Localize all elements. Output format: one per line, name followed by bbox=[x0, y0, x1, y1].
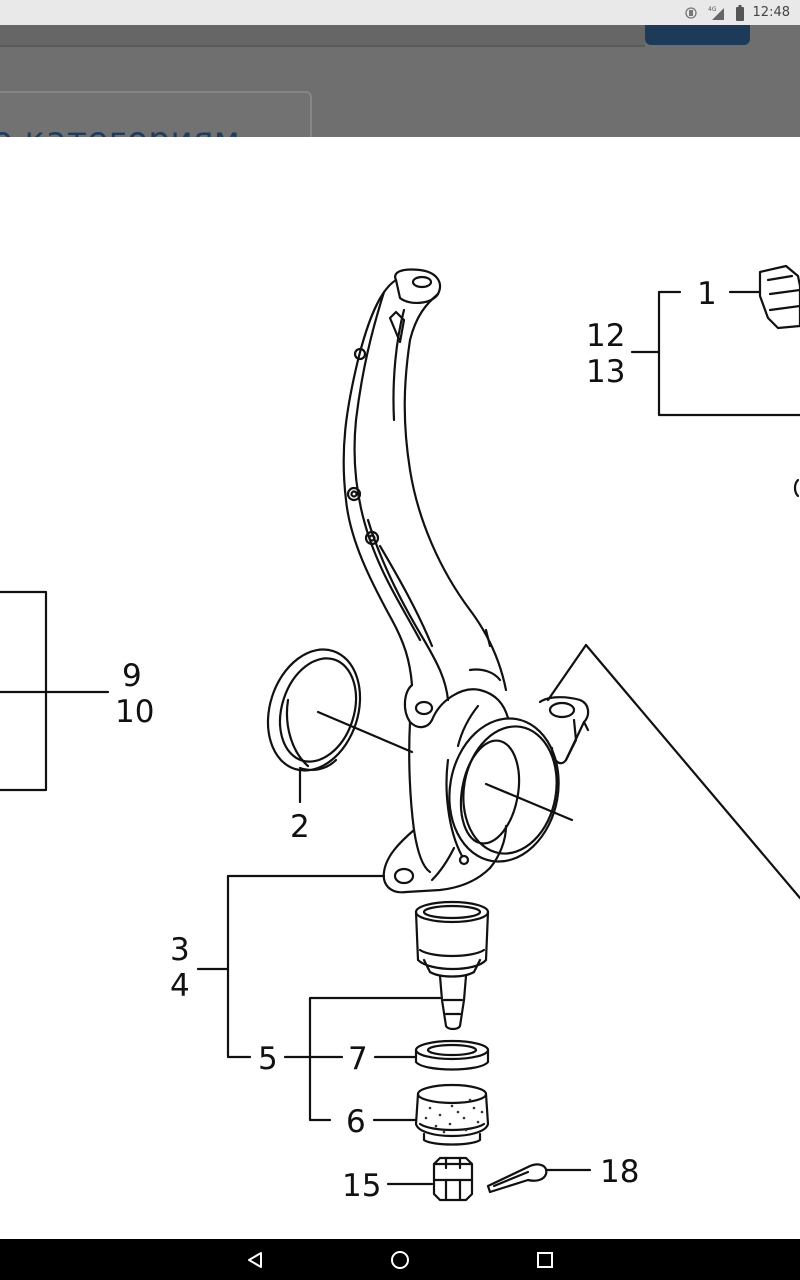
callout-5: 5 bbox=[258, 1041, 278, 1077]
callout-12: 12 bbox=[586, 318, 625, 354]
search-button[interactable] bbox=[645, 25, 750, 45]
callout-13: 13 bbox=[586, 354, 625, 390]
back-icon bbox=[248, 1251, 262, 1268]
steering-knuckle bbox=[342, 268, 800, 900]
battery-icon bbox=[735, 4, 745, 21]
navigation-bar bbox=[0, 1239, 800, 1280]
callout-6: 6 bbox=[346, 1104, 366, 1140]
part-7-seal bbox=[414, 1039, 490, 1071]
vibrate-icon bbox=[683, 6, 699, 20]
bracket-3-4-5 bbox=[226, 874, 386, 1059]
callout-9: 9 bbox=[122, 658, 142, 694]
back-button[interactable] bbox=[235, 1239, 275, 1280]
boot-texture bbox=[424, 1098, 484, 1134]
app-header: о категориям bbox=[0, 25, 800, 137]
callout-18: 18 bbox=[600, 1154, 639, 1190]
parts-diagram[interactable]: 1 12 13 9 10 2 3 4 5 7 6 15 18 bbox=[0, 137, 800, 1239]
home-button[interactable] bbox=[380, 1239, 420, 1280]
bracket-6-7 bbox=[308, 996, 442, 1122]
callout-2: 2 bbox=[290, 809, 310, 845]
callout-1: 1 bbox=[697, 276, 717, 312]
part-18-cotter-pin bbox=[486, 1163, 592, 1194]
part-6-boot bbox=[414, 1083, 490, 1146]
category-button[interactable] bbox=[0, 91, 312, 137]
ball-joint bbox=[414, 900, 490, 1031]
callout-3: 3 bbox=[170, 932, 190, 968]
callout-4: 4 bbox=[170, 968, 190, 1004]
knuckle-diagram-svg: 1 12 13 9 10 2 3 4 5 7 6 15 18 bbox=[0, 264, 800, 1204]
part-2-dust-seal bbox=[266, 648, 414, 804]
part-15-castle-nut bbox=[386, 1156, 474, 1202]
category-label: о категориям bbox=[0, 120, 240, 137]
network-label: 4G bbox=[708, 6, 717, 13]
search-bar[interactable] bbox=[0, 25, 645, 47]
recents-button[interactable] bbox=[525, 1239, 565, 1280]
signal-icon: 4G bbox=[707, 5, 727, 21]
callout-10: 10 bbox=[115, 694, 154, 730]
part-1-sensor bbox=[728, 264, 800, 330]
status-time: 12:48 bbox=[752, 5, 790, 20]
home-icon bbox=[391, 1250, 409, 1269]
callout-15: 15 bbox=[342, 1168, 381, 1204]
status-bar: 4G 12:48 bbox=[0, 0, 800, 25]
recents-icon bbox=[537, 1251, 553, 1268]
callout-7: 7 bbox=[348, 1041, 368, 1077]
bracket-12-13 bbox=[657, 290, 800, 417]
